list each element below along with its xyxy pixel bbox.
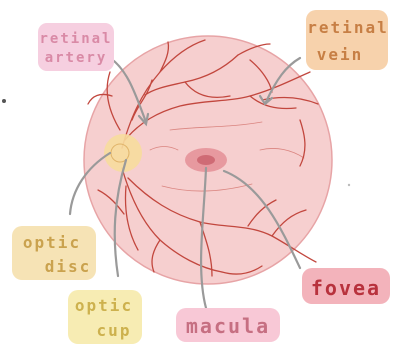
label-optic-disc: optic disc [12,226,96,280]
label-retinal-artery-line2: artery [45,50,108,66]
label-optic-disc-line1: optic [23,233,81,252]
label-retinal-vein-line1: retinal [307,18,388,37]
label-optic-cup-line1: optic [75,296,133,315]
label-optic-cup-line2: cup [97,321,132,340]
label-fovea: fovea [302,268,390,304]
label-retinal-vein: retinal vein [306,10,389,70]
stray-dot [2,99,6,103]
stray-dot [348,184,350,186]
label-optic-disc-line2: disc [45,257,92,276]
label-retinal-artery: retinal artery [38,23,114,71]
label-macula: macula [176,308,280,342]
label-fovea-text: fovea [311,276,381,300]
fovea [197,155,215,165]
label-retinal-artery-line1: retinal [39,31,112,47]
label-optic-cup: optic cup [68,290,142,344]
label-macula-text: macula [186,314,270,338]
retina [84,36,332,284]
label-retinal-vein-line2: vein [317,45,364,64]
